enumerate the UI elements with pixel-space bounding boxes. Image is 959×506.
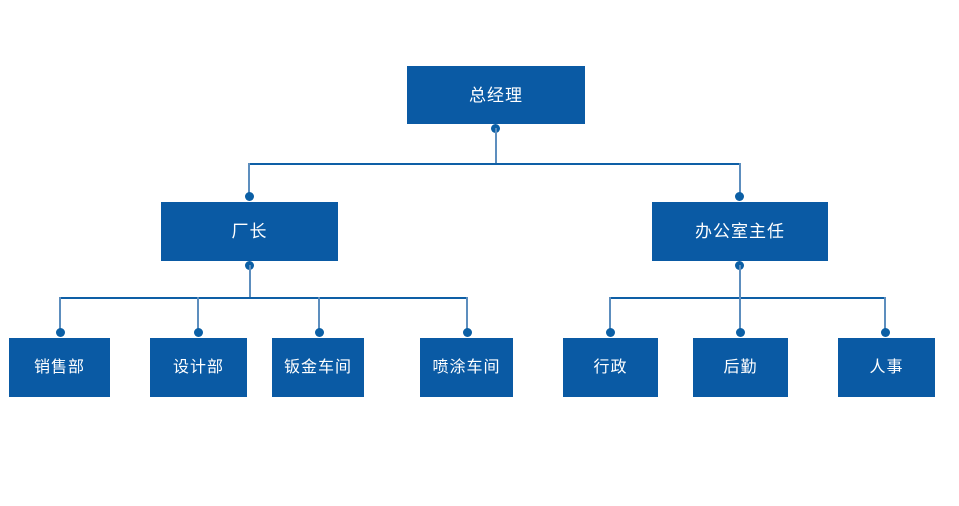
org-node-office-director[interactable]: 办公室主任 [652, 202, 828, 261]
connector-drop-logistics [739, 297, 741, 330]
org-node-factory-director[interactable]: 厂长 [161, 202, 338, 261]
org-node-label: 厂长 [231, 222, 268, 241]
connector-dot-painting-top [463, 328, 472, 337]
org-node-label: 喷涂车间 [432, 358, 501, 376]
connector-dot-administration-top [606, 328, 615, 337]
connector-dot-logistics-top [736, 328, 745, 337]
connector-drop-office-director [739, 163, 741, 196]
connector-drop-design [197, 297, 199, 330]
connector-bus-right-branch [609, 297, 886, 299]
org-node-label: 设计部 [172, 358, 224, 376]
connector-dot-hr-top [881, 328, 890, 337]
connector-drop-factory-director [248, 163, 250, 196]
org-node-label: 后勤 [723, 358, 758, 376]
connector-bus-level1 [248, 163, 741, 165]
connector-stem-office-director [739, 265, 741, 298]
org-node-label: 行政 [593, 358, 628, 376]
org-node-label: 办公室主任 [695, 222, 785, 241]
org-node-sales-department[interactable]: 销售部 [9, 338, 110, 397]
connector-dot-design-top [194, 328, 203, 337]
connector-drop-painting [466, 297, 468, 330]
connector-dot-sheetmetal-top [315, 328, 324, 337]
connector-dot-office-director-top [735, 192, 744, 201]
connector-stem-factory-director [249, 265, 251, 298]
connector-drop-sheetmetal [318, 297, 320, 330]
org-node-administration[interactable]: 行政 [563, 338, 658, 397]
org-node-human-resources[interactable]: 人事 [838, 338, 935, 397]
connector-dot-factory-director-top [245, 192, 254, 201]
org-node-label: 钣金车间 [283, 358, 352, 376]
connector-drop-hr [884, 297, 886, 330]
org-node-sheet-metal-workshop[interactable]: 钣金车间 [272, 338, 364, 397]
org-node-label: 总经理 [469, 85, 523, 105]
connector-stem-root [495, 128, 497, 164]
connector-dot-sales-top [56, 328, 65, 337]
org-node-label: 销售部 [33, 358, 85, 376]
org-node-label: 人事 [869, 358, 904, 376]
org-node-logistics[interactable]: 后勤 [693, 338, 788, 397]
org-node-design-department[interactable]: 设计部 [150, 338, 247, 397]
connector-drop-administration [609, 297, 611, 330]
connector-bus-left-branch [59, 297, 467, 299]
org-node-painting-workshop[interactable]: 喷涂车间 [420, 338, 513, 397]
connector-drop-sales [59, 297, 61, 330]
org-node-general-manager[interactable]: 总经理 [407, 66, 585, 124]
